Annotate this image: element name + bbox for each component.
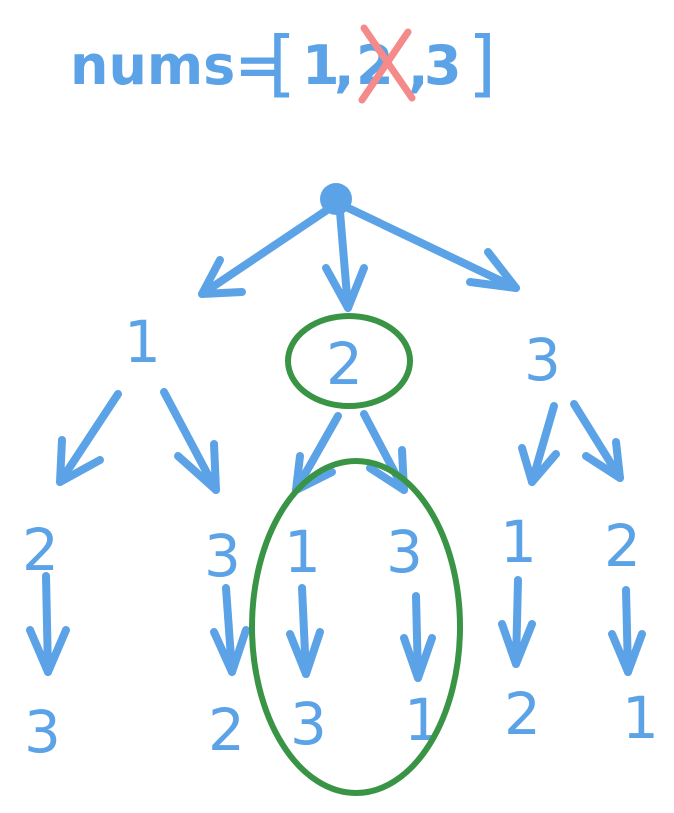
arrow-3-to-1 — [518, 402, 560, 486]
level2-node-c: 1 — [284, 518, 321, 586]
level3-node-f: 1 — [622, 684, 659, 752]
level1-node-1: 1 — [124, 308, 161, 376]
level2-node-e: 1 — [500, 508, 537, 576]
level3-node-b: 2 — [208, 696, 245, 764]
level2-node-b: 3 — [204, 522, 241, 590]
arrow-1-to-3 — [160, 388, 220, 494]
title-open-bracket: [ — [268, 21, 296, 105]
arrow-root-to-1 — [198, 204, 334, 298]
arrow-3-to-2 — [570, 400, 624, 482]
level1-node-3: 3 — [524, 326, 561, 394]
arrow-d-down — [400, 592, 436, 682]
arrow-root-to-3 — [340, 202, 520, 292]
level2-node-d: 3 — [386, 518, 423, 586]
cross-out-mark — [358, 24, 416, 104]
level2-node-a: 2 — [22, 516, 59, 584]
level3-node-d: 1 — [404, 686, 441, 754]
arrow-c-down — [286, 584, 324, 678]
title-comma-1: , — [334, 36, 355, 99]
level2-arrows — [26, 572, 646, 682]
level2-node-f: 2 — [604, 512, 641, 580]
title-prefix: nums= — [70, 34, 281, 97]
root-arrows — [198, 202, 520, 312]
highlight-ring-node-2 — [285, 313, 413, 409]
title-comma-2: , — [408, 36, 429, 99]
highlight-ring-subtree-2 — [249, 458, 463, 796]
level1-node-2: 2 — [326, 330, 363, 398]
title-last-number: 3 — [424, 34, 462, 97]
title-first-number: 1 — [302, 34, 340, 97]
title-close-bracket: ] — [468, 21, 496, 105]
arrow-root-to-2 — [322, 208, 368, 312]
level3-node-e: 2 — [504, 680, 541, 748]
arrow-a-down — [26, 572, 70, 676]
arrow-e-down — [498, 576, 536, 668]
level3-node-a: 3 — [24, 698, 61, 766]
arrow-1-to-2 — [56, 390, 122, 486]
arrow-f-down — [608, 586, 646, 676]
arrow-2-to-1 — [292, 412, 342, 494]
level3-node-c: 3 — [290, 690, 327, 758]
level1-arrows — [56, 388, 624, 494]
arrow-b-down — [210, 584, 250, 676]
title-group: nums= [ 1 , 2 , 3 ] — [70, 21, 496, 105]
